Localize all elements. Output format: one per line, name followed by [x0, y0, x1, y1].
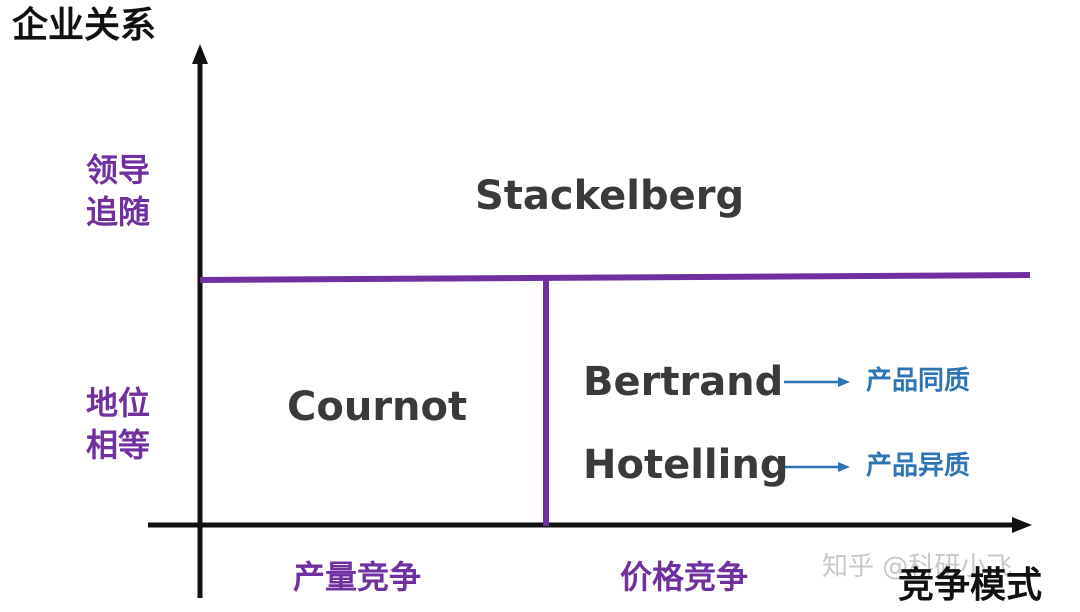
model-hotelling: Hotelling — [583, 442, 789, 488]
y-axis-arrowhead — [192, 44, 208, 64]
x-category-price-competition: 价格竞争 — [620, 558, 749, 596]
y-category-leader-follower: 领导 追随 — [86, 150, 150, 233]
y-category-equal-line1: 地位 — [86, 384, 151, 422]
y-category-leader-line2: 追随 — [86, 192, 151, 231]
horizontal-divider — [199, 272, 1031, 283]
y-axis-title: 企业关系 — [12, 5, 157, 46]
bertrand-arrowhead — [838, 377, 850, 387]
x-category-quantity-competition: 产量竞争 — [293, 558, 422, 596]
x-axis-title: 竞争模式 — [898, 565, 1043, 606]
y-category-equal-status: 地位 相等 — [86, 383, 150, 466]
model-stackelberg: Stackelberg — [475, 173, 745, 219]
y-category-leader-line1: 领导 — [86, 151, 151, 189]
watermark: 知乎 @科研小飞 — [822, 552, 1013, 582]
model-cournot: Cournot — [287, 384, 468, 430]
y-category-equal-line2: 相等 — [86, 425, 151, 464]
note-homogeneous-products: 产品同质 — [866, 366, 971, 396]
note-differentiated-products: 产品异质 — [866, 451, 971, 481]
x-axis-arrowhead — [1012, 517, 1032, 533]
hotelling-arrowhead — [838, 462, 850, 472]
model-bertrand: Bertrand — [583, 359, 784, 405]
